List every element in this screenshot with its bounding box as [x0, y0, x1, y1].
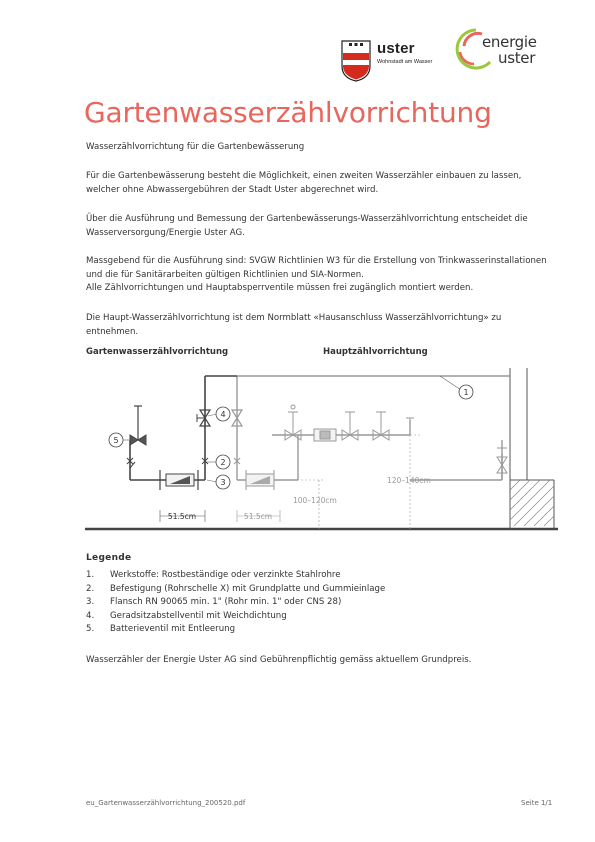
garden-meter — [159, 470, 199, 490]
paragraph-line: und die für Sanitärarbeiten gültigen Ric… — [86, 269, 364, 280]
dim-100-120: 100–120cm — [293, 496, 337, 505]
paragraph-line: Wasserversorgung/Energie Uster AG. — [86, 227, 245, 238]
legend-item-number: 2. — [86, 583, 95, 594]
uster-coat-of-arms-icon — [341, 40, 371, 82]
legend-item-text: Befestigung (Rohrschelle X) mit Grundpla… — [110, 583, 386, 594]
legend-item-number: 1. — [86, 570, 95, 580]
paragraph-line: welcher ohne Abwassergebühren der Stadt … — [86, 184, 379, 195]
legend-item: 4. Geradsitzabstellventil mit Weichdichtu… — [86, 610, 385, 624]
building-wall — [509, 368, 555, 529]
footer-page-number: Seite 1/1 — [521, 799, 553, 807]
paragraph-main-meter-reference: Die Haupt-Wasserzählvorrichtung ist dem … — [86, 312, 556, 339]
dim-51-5-main: 51.5cm — [244, 512, 272, 521]
installation-diagram: Gartenwasserzählvorrichtung Hauptzählvor… — [85, 347, 558, 531]
legend-item-text: Flansch RN 90065 min. 1" (Rohr min. 1" o… — [110, 597, 342, 607]
wall-valve — [496, 440, 508, 480]
markers: 1 2 3 4 5 — [108, 384, 474, 490]
legend-item-text: Werkstoffe: Rostbeständige oder verzinkt… — [110, 570, 341, 580]
legend-list: 1. Werkstoffe: Rostbeständige oder verzin… — [86, 569, 385, 637]
energie-wordmark: energie — [482, 33, 537, 51]
legend-item-text: Geradsitzabstellventil mit Weichdichtung — [110, 610, 287, 621]
paragraph-line: Über die Ausführung und Bemessung der Ga… — [86, 214, 528, 224]
energie-uster-wordmark: uster — [498, 49, 536, 67]
legend-item-text: Batterieventil mit Entleerung — [110, 624, 236, 634]
label-garden-meter: Gartenwasserzählvorrichtung — [86, 347, 228, 357]
legend-item-number: 5. — [86, 624, 95, 634]
dim-51-5-garden: 51.5cm — [168, 512, 196, 521]
legend-item: 2. Befestigung (Rohrschelle X) mit Grundp… — [86, 583, 385, 597]
dim-120-140: 120–140cm — [387, 476, 431, 485]
paragraph-line: Die Haupt-Wasserzählvorrichtung ist dem … — [86, 313, 502, 337]
paragraph-garden-meter: Für die Gartenbewässerung besteht die Mö… — [86, 170, 556, 197]
page-title: Gartenwasserzählvorrichtung — [84, 96, 492, 129]
energie-swirl-icon — [455, 28, 492, 70]
uster-wordmark: uster — [377, 40, 415, 57]
uster-tagline: Wohnstadt am Wasser — [377, 59, 433, 65]
marker-4: 4 — [220, 410, 225, 419]
battery-valve — [129, 405, 147, 469]
subtitle: Wasserzählvorrichtung für die Gartenbewä… — [86, 142, 305, 152]
paragraph-standards: Massgebend für die Ausführung sind: SVGW… — [86, 255, 556, 296]
energie-uster-logo: energie uster — [452, 26, 562, 72]
closing-paragraph: Wasserzähler der Energie Uster AG sind G… — [86, 655, 472, 665]
legend-item: 1. Werkstoffe: Rostbeständige oder verzin… — [86, 569, 385, 583]
main-meter-assembly — [284, 404, 414, 442]
legend-item: 3. Flansch RN 90065 min. 1" (Rohr min. 1"… — [86, 596, 385, 610]
marker-1: 1 — [463, 388, 468, 397]
paragraph-responsibility: Über die Ausführung und Bemessung der Ga… — [86, 213, 556, 240]
dimension-lines — [159, 434, 420, 529]
shutoff-valve-garden — [196, 409, 212, 427]
legend-item-number: 3. — [86, 597, 95, 607]
pipe-clamps — [126, 457, 209, 465]
label-main-meter: Hauptzählvorrichtung — [323, 347, 428, 357]
main-meter-lower — [245, 470, 275, 490]
marker-3: 3 — [220, 478, 225, 487]
paragraph-line: Für die Gartenbewässerung besteht die Mö… — [86, 171, 522, 181]
marker-2: 2 — [220, 458, 225, 467]
legend-item-number: 4. — [86, 610, 95, 621]
footer-filename: eu_Gartenwasserzählvorrichtung_200520.pd… — [86, 799, 246, 807]
marker-5: 5 — [113, 436, 118, 445]
paragraph-line: Massgebend für die Ausführung sind: SVGW… — [86, 256, 547, 266]
shutoff-valve-main — [230, 409, 244, 427]
paragraph-line: Alle Zählvorrichtungen und Hauptabsperrv… — [86, 283, 474, 293]
legend-item: 5. Batterieventil mit Entleerung — [86, 623, 385, 637]
legend-title: Legende — [86, 553, 132, 563]
uster-logo: uster Wohnstadt am Wasser — [341, 40, 441, 82]
